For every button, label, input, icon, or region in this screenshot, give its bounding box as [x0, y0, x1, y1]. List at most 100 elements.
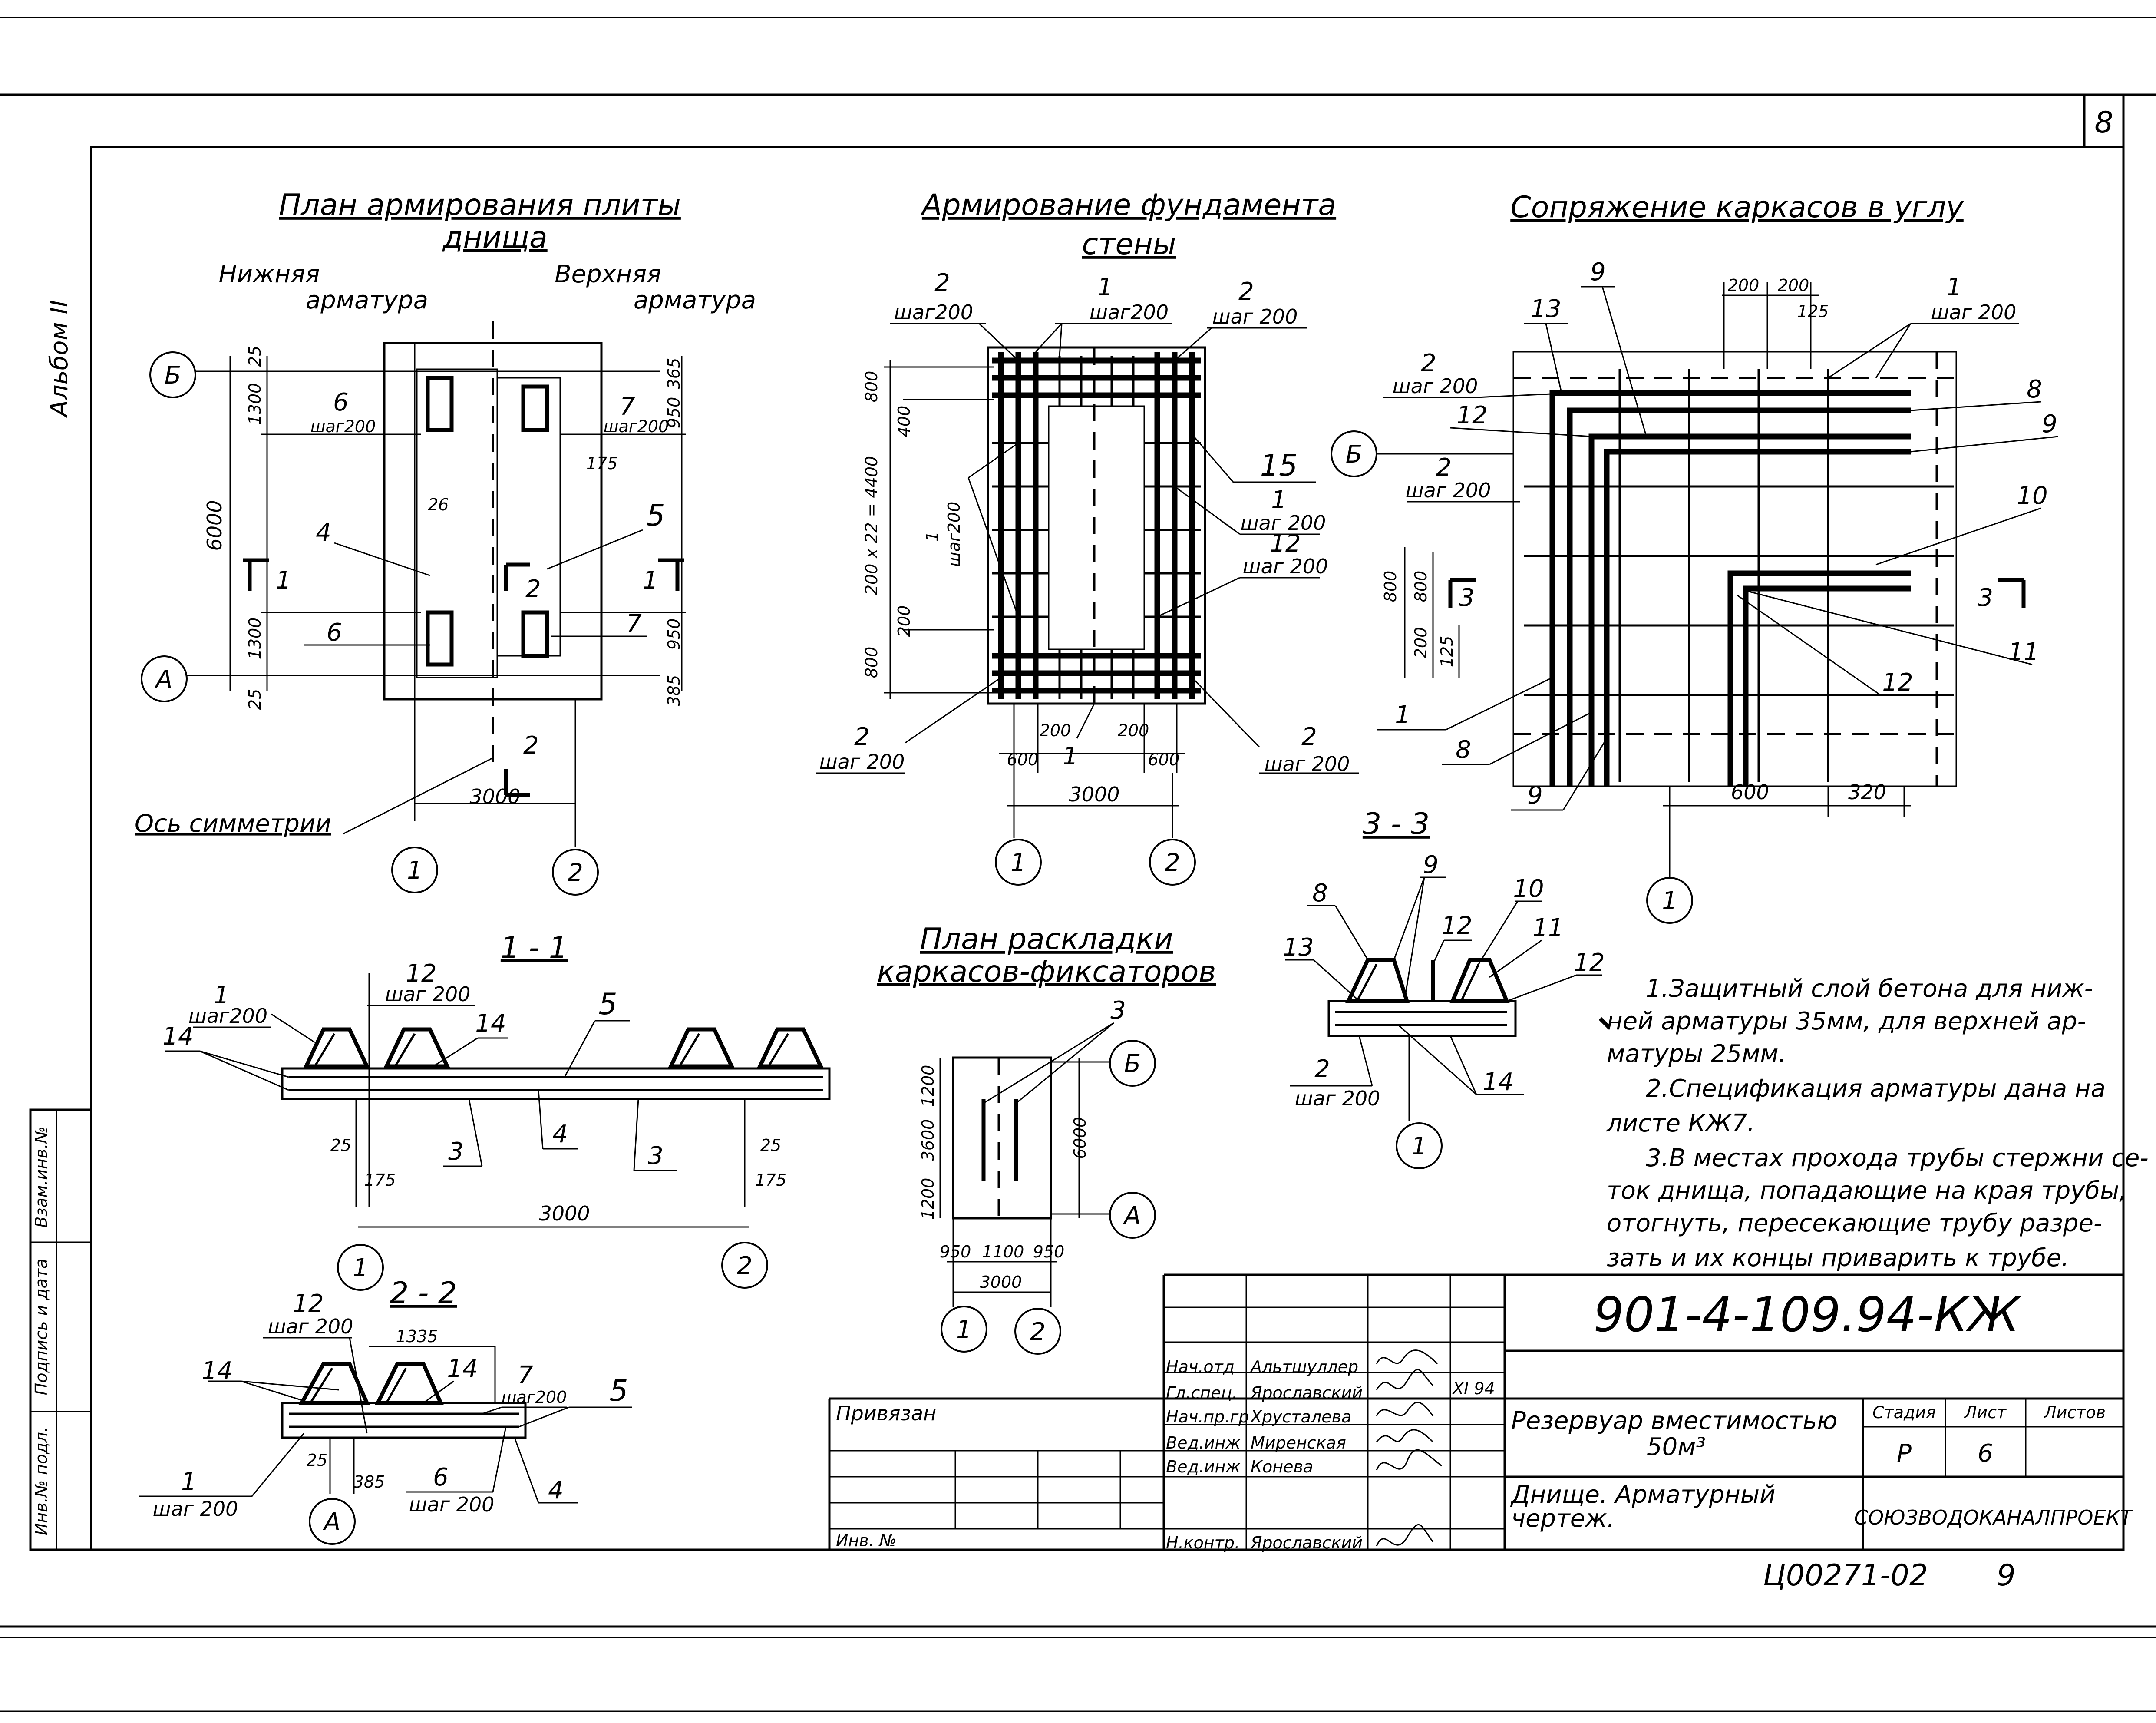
object-name-2: 50м³ — [1647, 1433, 1706, 1461]
axis-a-label: А — [155, 665, 172, 694]
mark-8-b: 8 — [1456, 736, 1471, 764]
mark-7-bot: 7 — [626, 610, 642, 638]
axis-a-label: А — [323, 1508, 340, 1536]
fixers-view: План раскладки каркасов-фиксаторов 3 Б А… — [877, 922, 1216, 1355]
mark-1-right: 1 — [1271, 486, 1287, 514]
dim-400: 400 — [895, 406, 914, 437]
drawing-name-1: Днище. Арматурный — [1510, 1481, 1776, 1509]
mark-4: 4 — [548, 1476, 564, 1505]
role-1: Нач.отд — [1166, 1357, 1235, 1376]
step-2-a: шаг 200 — [1393, 374, 1478, 398]
mark-3-r: 3 — [648, 1142, 664, 1170]
step-12-right: шаг 200 — [1243, 555, 1328, 578]
step-2: шаг 200 — [1295, 1087, 1380, 1110]
mark-2-a: 2 — [1421, 349, 1436, 377]
mark-1: 1 — [181, 1468, 197, 1496]
mark-6-top: 6 — [333, 388, 349, 417]
dim-25-l: 25 — [330, 1136, 351, 1155]
archive-no: Ц00271-02 — [1763, 1558, 1928, 1593]
dim-25-top: 25 — [245, 346, 264, 367]
step-br: шаг 200 — [1265, 752, 1350, 776]
axis-1-label: 1 — [1662, 887, 1677, 915]
dim-6000: 6000 — [203, 500, 226, 551]
dim-950-top: 950 — [664, 397, 683, 429]
mark-6-bot: 6 — [327, 618, 342, 647]
mark-4: 4 — [552, 1120, 568, 1148]
dim-3000: 3000 — [539, 1202, 590, 1225]
section-3-r: 3 — [1978, 584, 1993, 612]
dim-1200-bot: 1200 — [918, 1178, 938, 1220]
corner-rebars — [1524, 369, 1954, 786]
section-2-mid: 2 — [525, 575, 541, 603]
role-5: Вед.инж — [1166, 1457, 1241, 1476]
mark-1-top: 1 — [1097, 273, 1113, 301]
mark-12-b: 12 — [1574, 949, 1605, 977]
axis-2-label: 2 — [1165, 849, 1180, 877]
mark-2-tr: 2 — [1238, 278, 1254, 306]
mark-10: 10 — [2017, 482, 2047, 510]
stamp-replace-inv: Взам.инв.№ — [32, 1126, 51, 1228]
dim-175: 175 — [586, 454, 618, 473]
dim-200b: 200 — [1778, 276, 1809, 295]
dim-365: 365 — [664, 358, 683, 390]
stage-value: Р — [1897, 1439, 1912, 1468]
mark-1-bot: 1 — [1063, 742, 1078, 771]
head-sheets: Листов — [2043, 1403, 2106, 1422]
mark-4: 4 — [316, 519, 331, 547]
mark-5: 5 — [598, 987, 617, 1022]
note-line-8: отогнуть, пересекающие трубу разре- — [1607, 1209, 2102, 1237]
mark-9-r: 9 — [2042, 410, 2057, 438]
mark-1: 1 — [214, 981, 229, 1009]
head-stage: Стадия — [1872, 1403, 1936, 1422]
mark-14: 14 — [1482, 1068, 1513, 1096]
note-line-5: листе КЖ7. — [1606, 1109, 1755, 1138]
axis-1-label: 1 — [353, 1254, 368, 1282]
mark-2-tl: 2 — [934, 269, 950, 297]
dim-25-r: 25 — [760, 1136, 781, 1155]
dim-175-r: 175 — [755, 1171, 787, 1190]
head-sheet: Лист — [1964, 1403, 2007, 1422]
notes: 1.Защитный слой бетона для ниж- ней арма… — [1606, 975, 2149, 1272]
dim-200-r: 200 — [1118, 721, 1149, 740]
step-1: шаг 200 — [1931, 301, 2017, 324]
dim-800-bot: 800 — [862, 647, 881, 678]
note-line-9: зать и их концы приварить к трубе. — [1607, 1244, 2069, 1272]
org-name: СОЮЗВОДОКАНАЛПРОЕКТ — [1854, 1506, 2134, 1529]
dim-1300-top: 1300 — [245, 383, 264, 425]
axis-1-label: 1 — [956, 1316, 972, 1344]
mark-2: 2 — [1314, 1055, 1330, 1083]
mark-14-r: 14 — [475, 1009, 506, 1038]
fixers-title-1: План раскладки — [920, 922, 1173, 956]
dim-200: 200 — [895, 605, 914, 637]
lower-rebar-label-2: арматура — [306, 286, 428, 314]
axis-2-label: 2 — [737, 1252, 753, 1280]
name-1: Альтшуллер — [1249, 1357, 1358, 1376]
upper-rebar-label-2: арматура — [634, 286, 756, 314]
dim-26: 26 — [428, 495, 449, 514]
step-left: шаг200 — [944, 502, 964, 567]
dim-1200-top: 1200 — [918, 1065, 938, 1107]
mark-2-bl: 2 — [854, 723, 870, 751]
dim-200-l: 200 — [1040, 721, 1071, 740]
mark-11: 11 — [1532, 914, 1563, 942]
axis-1-label: 1 — [407, 857, 423, 885]
dim-320: 320 — [1848, 780, 1886, 804]
axis-2-label: 2 — [568, 859, 583, 887]
norm-name: Ярославский — [1250, 1533, 1363, 1552]
lower-rebar-label-1: Нижняя — [219, 260, 320, 288]
dim-600: 600 — [1731, 780, 1769, 804]
dim-800b: 800 — [1411, 571, 1430, 602]
mark-9-top: 9 — [1590, 258, 1606, 286]
step-bl: шаг 200 — [819, 750, 905, 774]
mark-6-top-step: шаг200 — [310, 417, 376, 436]
sheet-number: 8 — [2094, 106, 2113, 140]
mark-1: 1 — [1946, 273, 1962, 301]
upper-rebar-label-1: Верхняя — [555, 260, 661, 288]
step-2-b: шаг 200 — [1406, 479, 1491, 502]
mark-13: 13 — [1530, 295, 1561, 323]
section-2-bot: 2 — [523, 731, 539, 760]
step-tl: шаг200 — [894, 301, 973, 324]
dim-125: 125 — [1437, 636, 1456, 668]
dim-3000: 3000 — [1069, 783, 1119, 806]
